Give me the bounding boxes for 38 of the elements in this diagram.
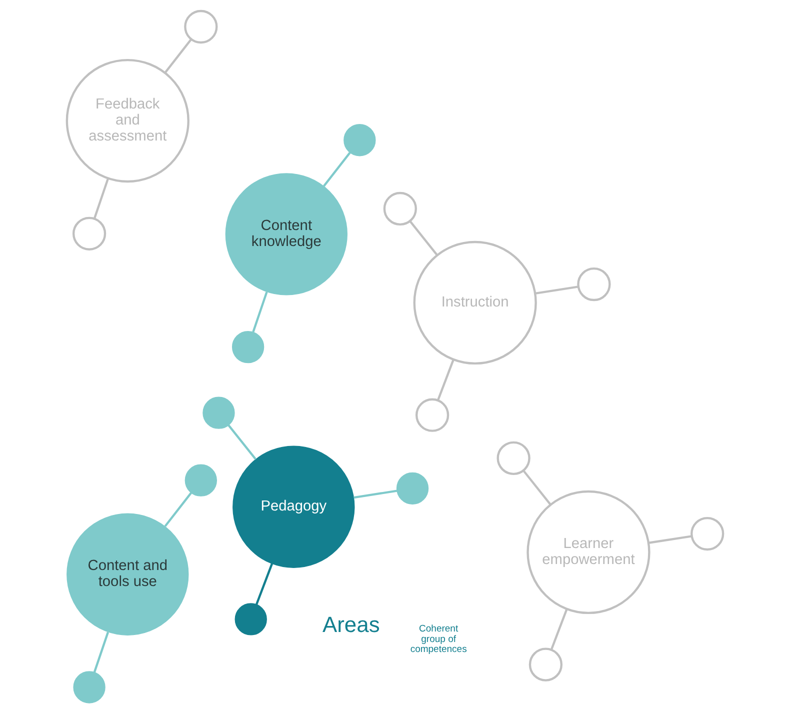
node-circle xyxy=(184,464,217,496)
node-circle: Instruction xyxy=(413,240,537,365)
node-circle xyxy=(383,192,417,226)
connector xyxy=(255,563,274,605)
node-circle xyxy=(690,516,724,551)
label: Areas xyxy=(322,612,380,637)
node-circle xyxy=(184,10,218,44)
node-circle xyxy=(577,267,611,302)
node-circle xyxy=(496,441,530,476)
label: Coherent group of competences xyxy=(410,624,467,656)
connector xyxy=(436,359,454,401)
connector xyxy=(323,152,351,187)
node-circle xyxy=(202,396,235,429)
node-circle xyxy=(234,603,267,636)
connector xyxy=(354,490,398,499)
connector xyxy=(228,424,257,460)
connector xyxy=(93,178,110,219)
connector xyxy=(522,470,552,506)
node-circle: Feedback and assessment xyxy=(66,58,190,183)
node-circle: Pedagogy xyxy=(232,446,355,568)
node-circle: Content and tools use xyxy=(66,513,189,636)
connector xyxy=(409,220,438,256)
connector xyxy=(535,286,579,294)
node-circle xyxy=(528,648,563,682)
node-circle xyxy=(232,330,264,364)
connector xyxy=(648,535,692,544)
node-circle xyxy=(415,398,450,432)
node-circle xyxy=(73,671,106,704)
connector xyxy=(164,38,192,74)
node-circle: Learner empowerment xyxy=(526,490,650,614)
node-circle xyxy=(72,216,106,250)
connector xyxy=(550,608,568,650)
node-circle xyxy=(344,124,376,156)
node-circle xyxy=(396,472,429,504)
connector xyxy=(164,492,192,527)
node-circle: Content knowledge xyxy=(225,173,348,296)
connector xyxy=(93,632,110,673)
connector xyxy=(252,292,268,332)
